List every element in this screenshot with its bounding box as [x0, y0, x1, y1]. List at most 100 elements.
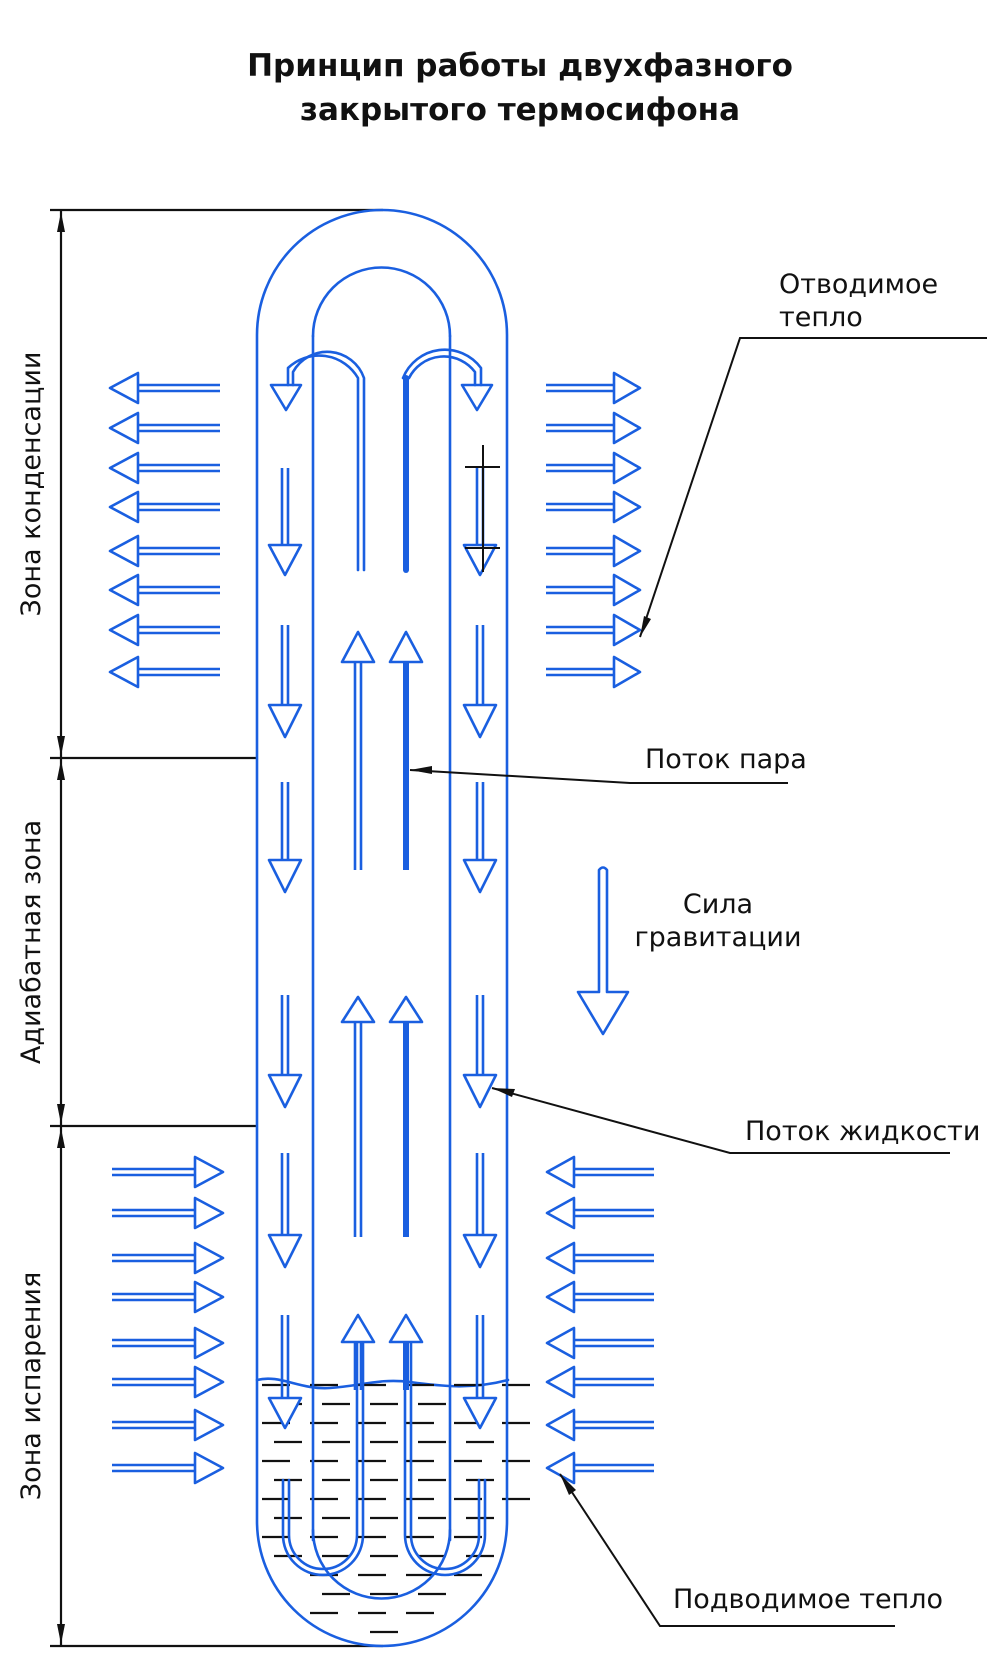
- liquid-arrow-right: [462, 625, 498, 739]
- heat-in-arrow-right: [112, 1155, 225, 1189]
- liquid-arrow-left: [267, 625, 303, 739]
- liquid-arrow-left: [267, 995, 303, 1109]
- heat-out-leader-arrowhead: [640, 616, 651, 637]
- heat-in-arrow-left: [545, 1196, 654, 1230]
- liquid-arrow-right: [462, 995, 498, 1109]
- bottom-u-left-outer: [281, 1338, 365, 1577]
- vapor-arrow-right: [388, 995, 424, 1237]
- heat-in-arrow-left: [545, 1241, 654, 1275]
- bottom-u-right-outer: [403, 1338, 487, 1577]
- zone-label-evaporation: Зона испарения: [16, 1272, 47, 1500]
- zone-label-condensation: Зона конденсации: [16, 352, 47, 617]
- u-turn-left-inner: [291, 350, 366, 572]
- heat-out-arrow-left: [108, 371, 220, 405]
- heat-out-label-1: Отводимое: [779, 269, 938, 300]
- heat-in-arrow-left: [545, 1365, 654, 1399]
- liquid-arrow-right: [462, 782, 498, 894]
- outer-tube-wall: [255, 208, 509, 1648]
- heat-out-arrow-left: [108, 655, 220, 689]
- vapor-arrow-right: [388, 630, 424, 870]
- inner-bottom-dome: [311, 1528, 452, 1600]
- vapor-arrow-left: [340, 1313, 376, 1390]
- liquid-flow-label: Поток жидкости: [745, 1116, 980, 1147]
- liquid-pool: [255, 1377, 530, 1634]
- heat-out-arrow-left: [108, 613, 220, 647]
- vapor-arrow-left: [340, 630, 376, 870]
- heat-in-arrow-left: [545, 1280, 654, 1314]
- heat-in-leader-arrowhead: [560, 1474, 576, 1495]
- gravity-label-2: гравитации: [634, 922, 801, 953]
- heat-out-arrow-left: [108, 573, 220, 607]
- heat-out-arrow-right: [546, 573, 642, 607]
- heat-in-arrow-right: [112, 1451, 225, 1485]
- u-turn-right-head: [460, 383, 494, 412]
- heat-out-arrows: [108, 371, 642, 689]
- heat-in-arrow-right: [112, 1196, 225, 1230]
- liquid-surface: [255, 1377, 510, 1390]
- bottom-u-right-inner: [409, 1338, 481, 1571]
- title-line-1: Принцип работы двухфазного: [247, 48, 793, 84]
- heat-out-arrow-right: [546, 655, 642, 689]
- liquid-hatching: [262, 1383, 530, 1634]
- bottom-return-arrows: [281, 1338, 487, 1577]
- heat-out-arrow-right: [546, 411, 642, 445]
- heat-out-arrow-left: [108, 490, 220, 524]
- liquid-arrow-right: [462, 468, 498, 577]
- zone-dimension-lines: [50, 208, 383, 1648]
- heat-out-arrow-right: [546, 534, 642, 568]
- vapor-arrow-left: [340, 995, 376, 1237]
- u-turn-right-inner: [407, 355, 477, 387]
- vapor-flow-leader: [409, 769, 788, 784]
- vapor-flow-label: Поток пара: [645, 744, 807, 775]
- dim-arrowhead: [57, 736, 65, 756]
- heat-out-arrow-right: [546, 613, 642, 647]
- u-turn-right-outer: [401, 348, 483, 387]
- liquid-arrow-left: [267, 782, 303, 894]
- heat-out-arrow-left: [108, 534, 220, 568]
- dim-arrowhead: [57, 1624, 65, 1644]
- measurement-marker: [465, 445, 500, 572]
- dim-arrowhead: [57, 760, 65, 780]
- heat-out-leader: [639, 337, 987, 638]
- vapor-flow-leader-arrowhead: [410, 766, 432, 774]
- heat-out-arrow-left: [108, 411, 220, 445]
- inner-top-dome: [311, 266, 452, 338]
- heat-out-arrow-right: [546, 371, 642, 405]
- heat-in-arrow-right: [112, 1326, 225, 1360]
- dim-arrowhead: [57, 1104, 65, 1124]
- gravity-label-1: Сила: [683, 889, 753, 920]
- dim-arrow-ticks: [57, 212, 65, 1644]
- heat-in-arrow-left: [545, 1408, 654, 1442]
- heat-in-arrow-left: [545, 1155, 654, 1189]
- zone-label-adiabatic: Адиабатная зона: [16, 820, 47, 1064]
- title-line-2: закрытого термосифона: [300, 92, 740, 128]
- heat-in-leader: [559, 1473, 895, 1627]
- gravity-arrow: [576, 866, 630, 1036]
- u-turn-left-head: [269, 383, 303, 412]
- liquid-arrow-left: [267, 1153, 303, 1269]
- liquid-flow-leader-arrowhead: [492, 1088, 515, 1097]
- heat-in-arrow-right: [112, 1408, 225, 1442]
- liquid-arrow-left: [267, 1315, 303, 1430]
- dim-arrowhead: [57, 212, 65, 232]
- heat-in-arrow-left: [545, 1326, 654, 1360]
- heat-in-label: Подводимое тепло: [673, 1584, 943, 1615]
- liquid-arrow-left: [267, 468, 303, 577]
- heat-out-arrow-right: [546, 451, 642, 485]
- top-return-arrows: [269, 348, 494, 573]
- liquid-arrow-right: [462, 1315, 498, 1430]
- liquid-flow-leader: [491, 1087, 950, 1154]
- heat-out-arrow-right: [546, 490, 642, 524]
- heat-in-arrow-right: [112, 1241, 225, 1275]
- bottom-u-left-inner: [287, 1338, 359, 1571]
- heat-out-arrow-left: [108, 451, 220, 485]
- heat-in-arrows: [112, 1155, 654, 1485]
- heat-in-arrow-right: [112, 1280, 225, 1314]
- liquid-flow-arrows: [267, 468, 498, 1430]
- gravity-arrow-shape: [576, 866, 630, 1036]
- vapor-flow-arrows: [340, 630, 424, 1390]
- heat-in-arrow-right: [112, 1365, 225, 1399]
- dim-arrowhead: [57, 1128, 65, 1148]
- heat-out-label-2: тепло: [779, 302, 863, 333]
